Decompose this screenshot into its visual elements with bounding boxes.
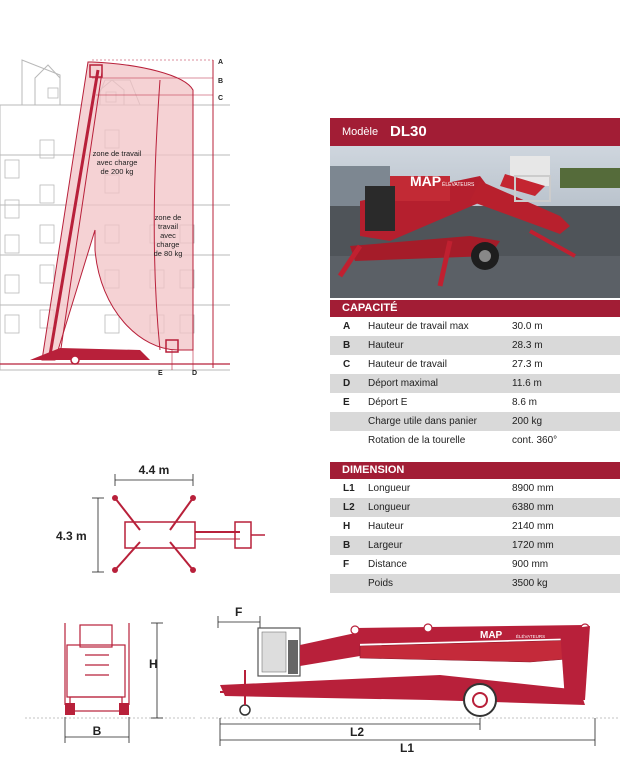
dimension-row-label: Hauteur [368,521,404,532]
side-brand: MAP [480,630,503,641]
model-header: Modèle DL30 [330,118,620,146]
dimension-row-value: 900 mm [512,559,549,570]
dimension-row-key: F [343,559,350,570]
dimension-row-label: Poids [368,578,394,589]
dimension-row-label: Longueur [368,483,411,494]
capacite-row: E Déport E 8.6 m [330,393,620,412]
capacite-row-value: 27.3 m [512,359,543,370]
footprint-width: 4.4 m [139,463,170,477]
capacite-row-label: Hauteur de travail max [368,321,469,332]
dimension-row: Poids 3500 kg [330,574,620,593]
svg-text:zone de: zone de [155,213,182,222]
dimension-row: B Largeur 1720 mm [330,536,620,555]
footprint-depth: 4.3 m [56,529,87,543]
svg-text:charge: charge [157,240,180,249]
side-boom-lower [359,639,581,663]
dimension-row-value: 3500 kg [512,578,548,589]
label-l1: L1 [400,741,414,755]
label-l2: L2 [350,725,364,739]
svg-text:avec: avec [160,231,176,240]
capacite-row-key: B [343,340,351,351]
dimension-row: L1 Longueur 8900 mm [330,479,620,498]
capacite-row-value: 30.0 m [512,321,543,332]
model-name: DL30 [390,123,427,140]
capacite-row-label: Déport E [368,397,408,408]
dimension-row-key: L1 [343,483,355,494]
dimension-row-value: 1720 mm [512,540,554,551]
dimension-header: DIMENSION [330,462,620,479]
capacite-row: B Hauteur 28.3 m [330,336,620,355]
svg-text:zone de travail: zone de travail [93,149,142,158]
marker-a: A [218,59,223,66]
svg-text:avec charge: avec charge [97,158,138,167]
label-h: H [149,657,158,671]
footprint-top-view: 4.4 m 4.3 m [56,463,265,573]
capacite-header: CAPACITÉ [330,300,620,317]
marker-d: D [192,370,197,377]
capacite-row-key: C [343,359,351,370]
basket-top [89,64,103,78]
side-view-drawing: F MAP ÉLÉVATEURS L2 L1 [200,605,620,755]
svg-text:de 80 kg: de 80 kg [154,249,183,258]
capacite-row-label: Hauteur [368,340,404,351]
marker-b: B [218,78,223,85]
dimension-row: F Distance 900 mm [330,555,620,574]
footprint-outriggers [114,497,194,571]
capacite-row-value: 11.6 m [512,378,542,389]
side-boom-upper [355,625,585,644]
capacite-row-value: 200 kg [512,416,543,427]
capacite-row: D Déport maximal 11.6 m [330,374,620,393]
capacite-row-value: 28.3 m [512,340,543,351]
capacite-row-value: cont. 360° [512,435,558,446]
photo-brand-sub: ÉLÉVATEURS [442,181,475,188]
dimension-row: H Hauteur 2140 mm [330,517,620,536]
capacite-row: Rotation de la tourelle cont. 360° [330,431,620,450]
side-boom-head [300,632,360,666]
capacite-row-key: A [343,321,351,332]
work-zone-inner-boundary [153,79,161,351]
jockey-wheel [239,704,251,716]
label-f: F [235,605,242,619]
base-wheel [70,355,80,365]
dimension-row: L2 Longueur 6380 mm [330,498,620,517]
capacite-row-label: Hauteur de travail [368,359,447,370]
marker-e: E [158,370,163,377]
side-rear-column [560,626,590,700]
side-chassis [220,675,585,705]
dimension-row-key: H [343,521,351,532]
front-view-drawing: H B [25,622,195,743]
dimension-row-key: L2 [343,502,355,513]
dimension-row-value: 2140 mm [512,521,554,532]
dimension-row-label: Distance [368,559,407,570]
zone-80kg-label: zone de travail avec charge de 80 kg [154,213,183,258]
capacite-row: C Hauteur de travail 27.3 m [330,355,620,374]
svg-text:travail: travail [158,222,178,231]
boom-arm [48,69,100,356]
footprint-chassis [124,521,196,549]
capacite-row-label: Rotation de la tourelle [368,435,466,446]
machine-base [30,348,150,360]
capacite-row-value: 8.6 m [512,397,538,408]
product-photo: MAP ÉLÉVATEURS [330,146,620,298]
dimension-row-label: Largeur [368,540,403,551]
dimension-row-key: B [343,540,351,551]
model-prefix: Modèle [342,126,379,138]
capacite-row-key: D [343,378,351,389]
photo-brand: MAP [410,173,441,189]
working-envelope-diagram: A B C E D zone de travail avec charge de… [0,59,230,377]
boom-arm-secondary [59,71,103,356]
label-b: B [93,724,102,738]
svg-text:de 200 kg: de 200 kg [101,167,134,176]
zone-200kg-label: zone de travail avec charge de 200 kg [93,149,142,176]
marker-c: C [218,95,223,102]
capacite-row: A Hauteur de travail max 30.0 m [330,317,620,336]
dimension-row-value: 6380 mm [512,502,554,513]
capacite-row: Charge utile dans panier 200 kg [330,412,620,431]
dimension-row-value: 8900 mm [512,483,554,494]
capacite-row-label: Déport maximal [368,378,439,389]
dimension-row-label: Longueur [368,502,411,513]
side-brand-sub: ÉLÉVATEURS [516,633,545,639]
capacite-row-key: E [343,397,350,408]
capacite-row-label: Charge utile dans panier [368,416,477,427]
